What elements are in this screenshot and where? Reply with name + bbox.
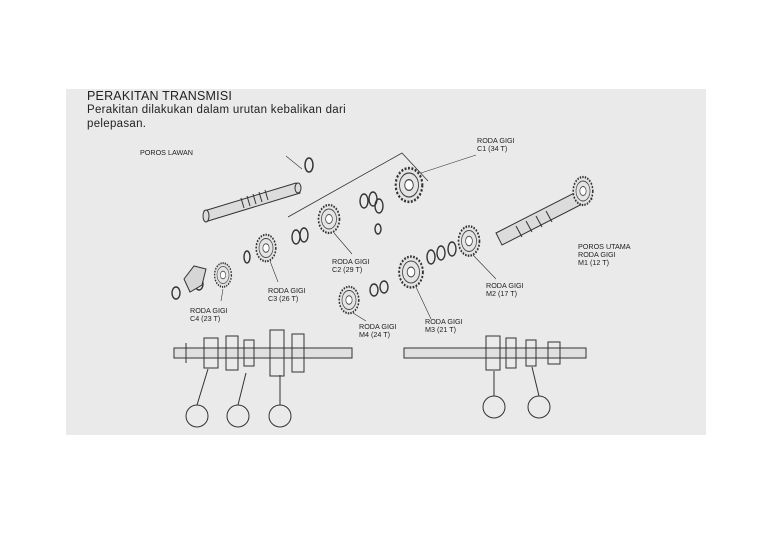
- label-c3-teeth: C3 (26 T): [268, 294, 299, 303]
- label-m2-name: RODA GIGI: [486, 281, 524, 290]
- main-shaft-section: [403, 335, 587, 419]
- label-c4-name: RODA GIGI: [190, 306, 228, 315]
- diagram-panel: PERAKITAN TRANSMISI Perakitan dilakukan …: [66, 89, 706, 435]
- gear-c2-icon: [317, 203, 341, 235]
- label-c4-teeth: C4 (23 T): [190, 314, 221, 323]
- label-m2-teeth: M2 (17 T): [486, 289, 518, 298]
- label-m1-name: RODA GIGI: [578, 250, 616, 259]
- counter-shaft-section: [173, 329, 353, 428]
- label-m4-teeth: M4 (24 T): [359, 330, 391, 339]
- label-c2-name: RODA GIGI: [332, 257, 370, 266]
- counter-shaft: [202, 182, 302, 223]
- label-m1-teeth: M1 (12 T): [578, 258, 610, 267]
- label-poros-lawan: POROS LAWAN: [140, 148, 193, 157]
- gear-m3-icon: [397, 255, 425, 289]
- shift-plate: [183, 265, 207, 293]
- document-title: PERAKITAN TRANSMISI: [87, 89, 233, 103]
- gear-m1-icon: [572, 175, 594, 207]
- transmission-illustration: [171, 152, 594, 428]
- gear-m2-icon: [457, 225, 481, 257]
- label-poros-utama: POROS UTAMA: [578, 242, 631, 251]
- gear-m4-icon: [338, 285, 360, 315]
- label-c1-teeth: C1 (34 T): [477, 144, 508, 153]
- gear-c4-icon: [213, 262, 233, 288]
- assembly-bracket-line: [287, 152, 429, 218]
- washers: [171, 191, 457, 300]
- intro-line-1: Perakitan dilakukan dalam urutan kebalik…: [87, 104, 346, 116]
- label-c1-name: RODA GIGI: [477, 136, 515, 145]
- counter-shaft-washer: [304, 157, 314, 173]
- label-m4-name: RODA GIGI: [359, 322, 397, 331]
- gear-c1-icon: [394, 166, 424, 204]
- leader-lines: [220, 154, 497, 322]
- label-c3-name: RODA GIGI: [268, 286, 306, 295]
- label-m3-teeth: M3 (21 T): [425, 325, 457, 334]
- main-shaft: [495, 186, 593, 246]
- intro-line-2: pelepasan.: [87, 118, 147, 130]
- label-m3-name: RODA GIGI: [425, 317, 463, 326]
- gear-c3-icon: [255, 233, 277, 263]
- label-c2-teeth: C2 (29 T): [332, 265, 363, 274]
